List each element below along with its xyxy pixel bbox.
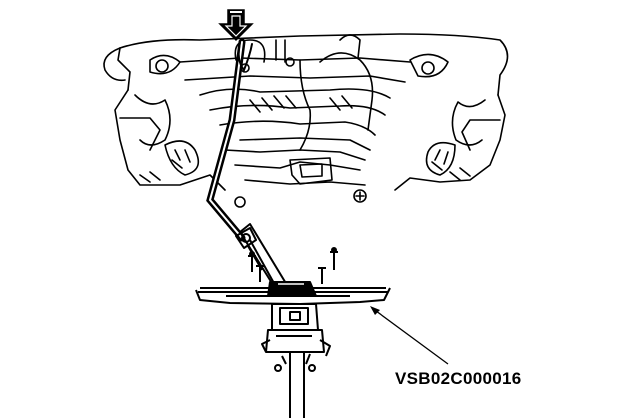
leader-line (371, 307, 449, 365)
floor-jack (261, 303, 331, 418)
support-strap (206, 38, 253, 242)
mount-bolts (248, 247, 338, 284)
down-arrow-icon (218, 9, 254, 42)
vehicle-underbody (103, 33, 509, 208)
figure-reference-code: VSB02C000016 (395, 369, 522, 388)
jack-adapter-plate (195, 281, 391, 305)
leader-arrowhead (370, 306, 380, 315)
